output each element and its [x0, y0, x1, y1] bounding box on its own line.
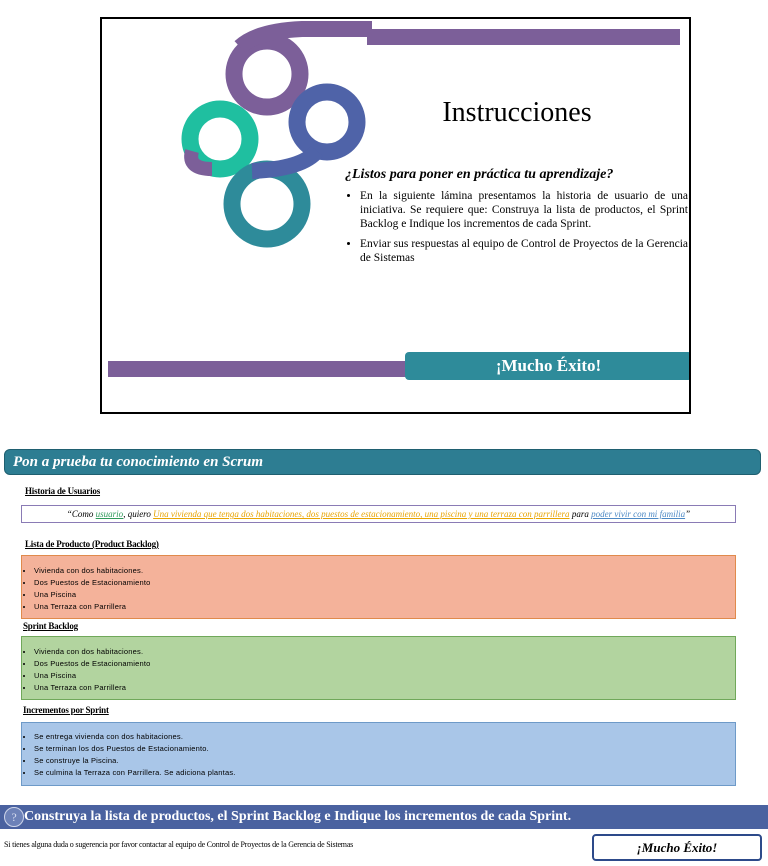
product-backlog-list: Vivienda con dos habitaciones. Dos Puest… [22, 565, 735, 613]
story-close: ” [685, 509, 691, 519]
sprint-backlog-box: Vivienda con dos habitaciones. Dos Puest… [21, 636, 736, 700]
slide-bottom-bar [108, 361, 418, 377]
list-item: Se terminan los dos Puestos de Estaciona… [34, 743, 735, 755]
slide-subtitle: ¿Listos para poner en práctica tu aprend… [345, 167, 614, 182]
blue-ring [288, 83, 366, 161]
increments-label: Incrementos por Sprint [23, 705, 109, 715]
story-want: Una vivienda que tenga dos habitaciones,… [153, 509, 570, 519]
story-open: “Como [66, 509, 96, 519]
section-header: Pon a prueba tu conocimiento en Scrum [4, 449, 761, 475]
slide-title: Instrucciones [442, 97, 592, 128]
slide-bullet: En la siguiente lámina presentamos la hi… [360, 189, 688, 231]
success-banner: ¡Mucho Éxito! [592, 834, 762, 861]
product-backlog-box: Vivienda con dos habitaciones. Dos Puest… [21, 555, 736, 619]
instructions-slide: Instrucciones ¿Listos para poner en prác… [100, 17, 691, 414]
increments-box: Se entrega vivienda con dos habitaciones… [21, 722, 736, 786]
user-story-box: “Como usuario, quiero Una vivienda que t… [21, 505, 736, 523]
sprint-backlog-list: Vivienda con dos habitaciones. Dos Puest… [22, 646, 735, 694]
instruction-bar: ? Construya la lista de productos, el Sp… [0, 805, 768, 829]
user-story-label: Historia de Usuarios [25, 486, 101, 496]
teal-ring [223, 160, 311, 248]
story-role: usuario [95, 509, 124, 519]
question-icon: ? [4, 807, 24, 827]
story-goal: poder vivir con mi familia [591, 509, 686, 519]
mint-ring [181, 100, 259, 178]
purple-connector-small [184, 149, 213, 176]
decorative-rings-graphic [181, 21, 372, 248]
slide-bullet: Enviar sus respuestas al equipo de Contr… [360, 237, 688, 265]
purple-connector [234, 21, 372, 54]
slide-bullet-list: En la siguiente lámina presentamos la hi… [344, 189, 688, 271]
list-item: Se culmina la Terraza con Parrillera. Se… [34, 767, 735, 779]
increments-list: Se entrega vivienda con dos habitaciones… [22, 731, 735, 779]
slide-success-banner: ¡Mucho Éxito! [405, 352, 689, 380]
story-mid: para [569, 509, 592, 519]
blue-connector [251, 145, 324, 179]
list-item: Dos Puestos de Estacionamiento [34, 658, 735, 670]
list-item: Dos Puestos de Estacionamiento [34, 577, 735, 589]
slide-top-bar [367, 29, 680, 45]
sprint-backlog-label: Sprint Backlog [23, 621, 78, 631]
product-backlog-label: Lista de Producto (Product Backlog) [25, 539, 159, 549]
list-item: Se construye la Piscina. [34, 755, 735, 767]
instruction-text: Construya la lista de productos, el Spri… [24, 809, 572, 824]
list-item: Se entrega vivienda con dos habitaciones… [34, 731, 735, 743]
list-item: Una Terraza con Parrillera [34, 601, 735, 613]
list-item: Una Piscina [34, 589, 735, 601]
list-item: Vivienda con dos habitaciones. [34, 565, 735, 577]
contact-footnote: Si tienes alguna duda o sugerencia por f… [4, 840, 354, 849]
list-item: Una Terraza con Parrillera [34, 682, 735, 694]
list-item: Una Piscina [34, 670, 735, 682]
story-mid: , quiero [123, 509, 154, 519]
list-item: Vivienda con dos habitaciones. [34, 646, 735, 658]
